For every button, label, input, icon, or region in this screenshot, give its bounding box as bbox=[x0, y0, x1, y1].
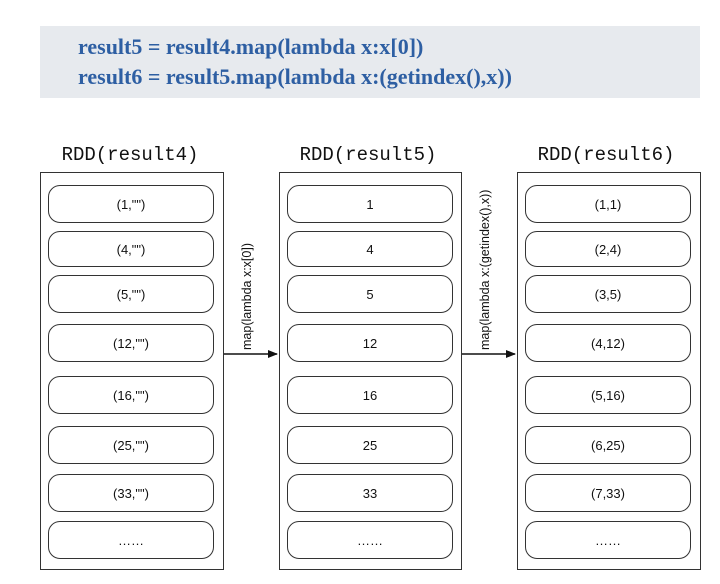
rdd-result5-item: 16 bbox=[287, 376, 453, 414]
rdd-result5-item: 25 bbox=[287, 426, 453, 464]
rdd-result4-item: (4,"") bbox=[48, 231, 214, 267]
rdd-result5-box: 1 4 5 12 16 25 33 …… bbox=[279, 172, 462, 570]
rdd-result6-item: (5,16) bbox=[525, 376, 691, 414]
top-strip bbox=[0, 0, 720, 14]
rdd-result5-item: 12 bbox=[287, 324, 453, 362]
rdd-result4-title: RDD(result4) bbox=[61, 144, 199, 166]
rdd-result5-item: 1 bbox=[287, 185, 453, 223]
code-line-1: result5 = result4.map(lambda x:x[0]) bbox=[78, 34, 424, 59]
rdd-result4-item: (1,"") bbox=[48, 185, 214, 223]
rdd-result5-item: 5 bbox=[287, 275, 453, 313]
rdd-result6-item: (4,12) bbox=[525, 324, 691, 362]
rdd-result6-box: (1,1) (2,4) (3,5) (4,12) (5,16) (6,25) (… bbox=[517, 172, 701, 570]
operation-label-map-getindex: map(lambda x:(getindex(),x)) bbox=[478, 189, 492, 350]
rdd-result5-item: …… bbox=[287, 521, 453, 559]
rdd-result5-title: RDD(result5) bbox=[299, 144, 437, 166]
rdd-result6-item: (7,33) bbox=[525, 474, 691, 512]
rdd-result4-box: (1,"") (4,"") (5,"") (12,"") (16,"") (25… bbox=[40, 172, 224, 570]
rdd-result6-item: (2,4) bbox=[525, 231, 691, 267]
operation-label-map-first: map(lambda x:x[0]) bbox=[240, 243, 254, 350]
rdd-result4-item: …… bbox=[48, 521, 214, 559]
rdd-result6-item: (3,5) bbox=[525, 275, 691, 313]
code-line-2: result6 = result5.map(lambda x:(getindex… bbox=[78, 64, 512, 89]
rdd-result4-item: (33,"") bbox=[48, 474, 214, 512]
rdd-result4-item: (5,"") bbox=[48, 275, 214, 313]
rdd-result6-item: …… bbox=[525, 521, 691, 559]
code-block: result5 = result4.map(lambda x:x[0]) res… bbox=[40, 26, 700, 98]
rdd-result6-title: RDD(result6) bbox=[537, 144, 675, 166]
rdd-result6-item: (6,25) bbox=[525, 426, 691, 464]
rdd-result5-item: 4 bbox=[287, 231, 453, 267]
rdd-result6-item: (1,1) bbox=[525, 185, 691, 223]
rdd-result4-item: (12,"") bbox=[48, 324, 214, 362]
rdd-result4-item: (25,"") bbox=[48, 426, 214, 464]
rdd-result4-item: (16,"") bbox=[48, 376, 214, 414]
rdd-result5-item: 33 bbox=[287, 474, 453, 512]
